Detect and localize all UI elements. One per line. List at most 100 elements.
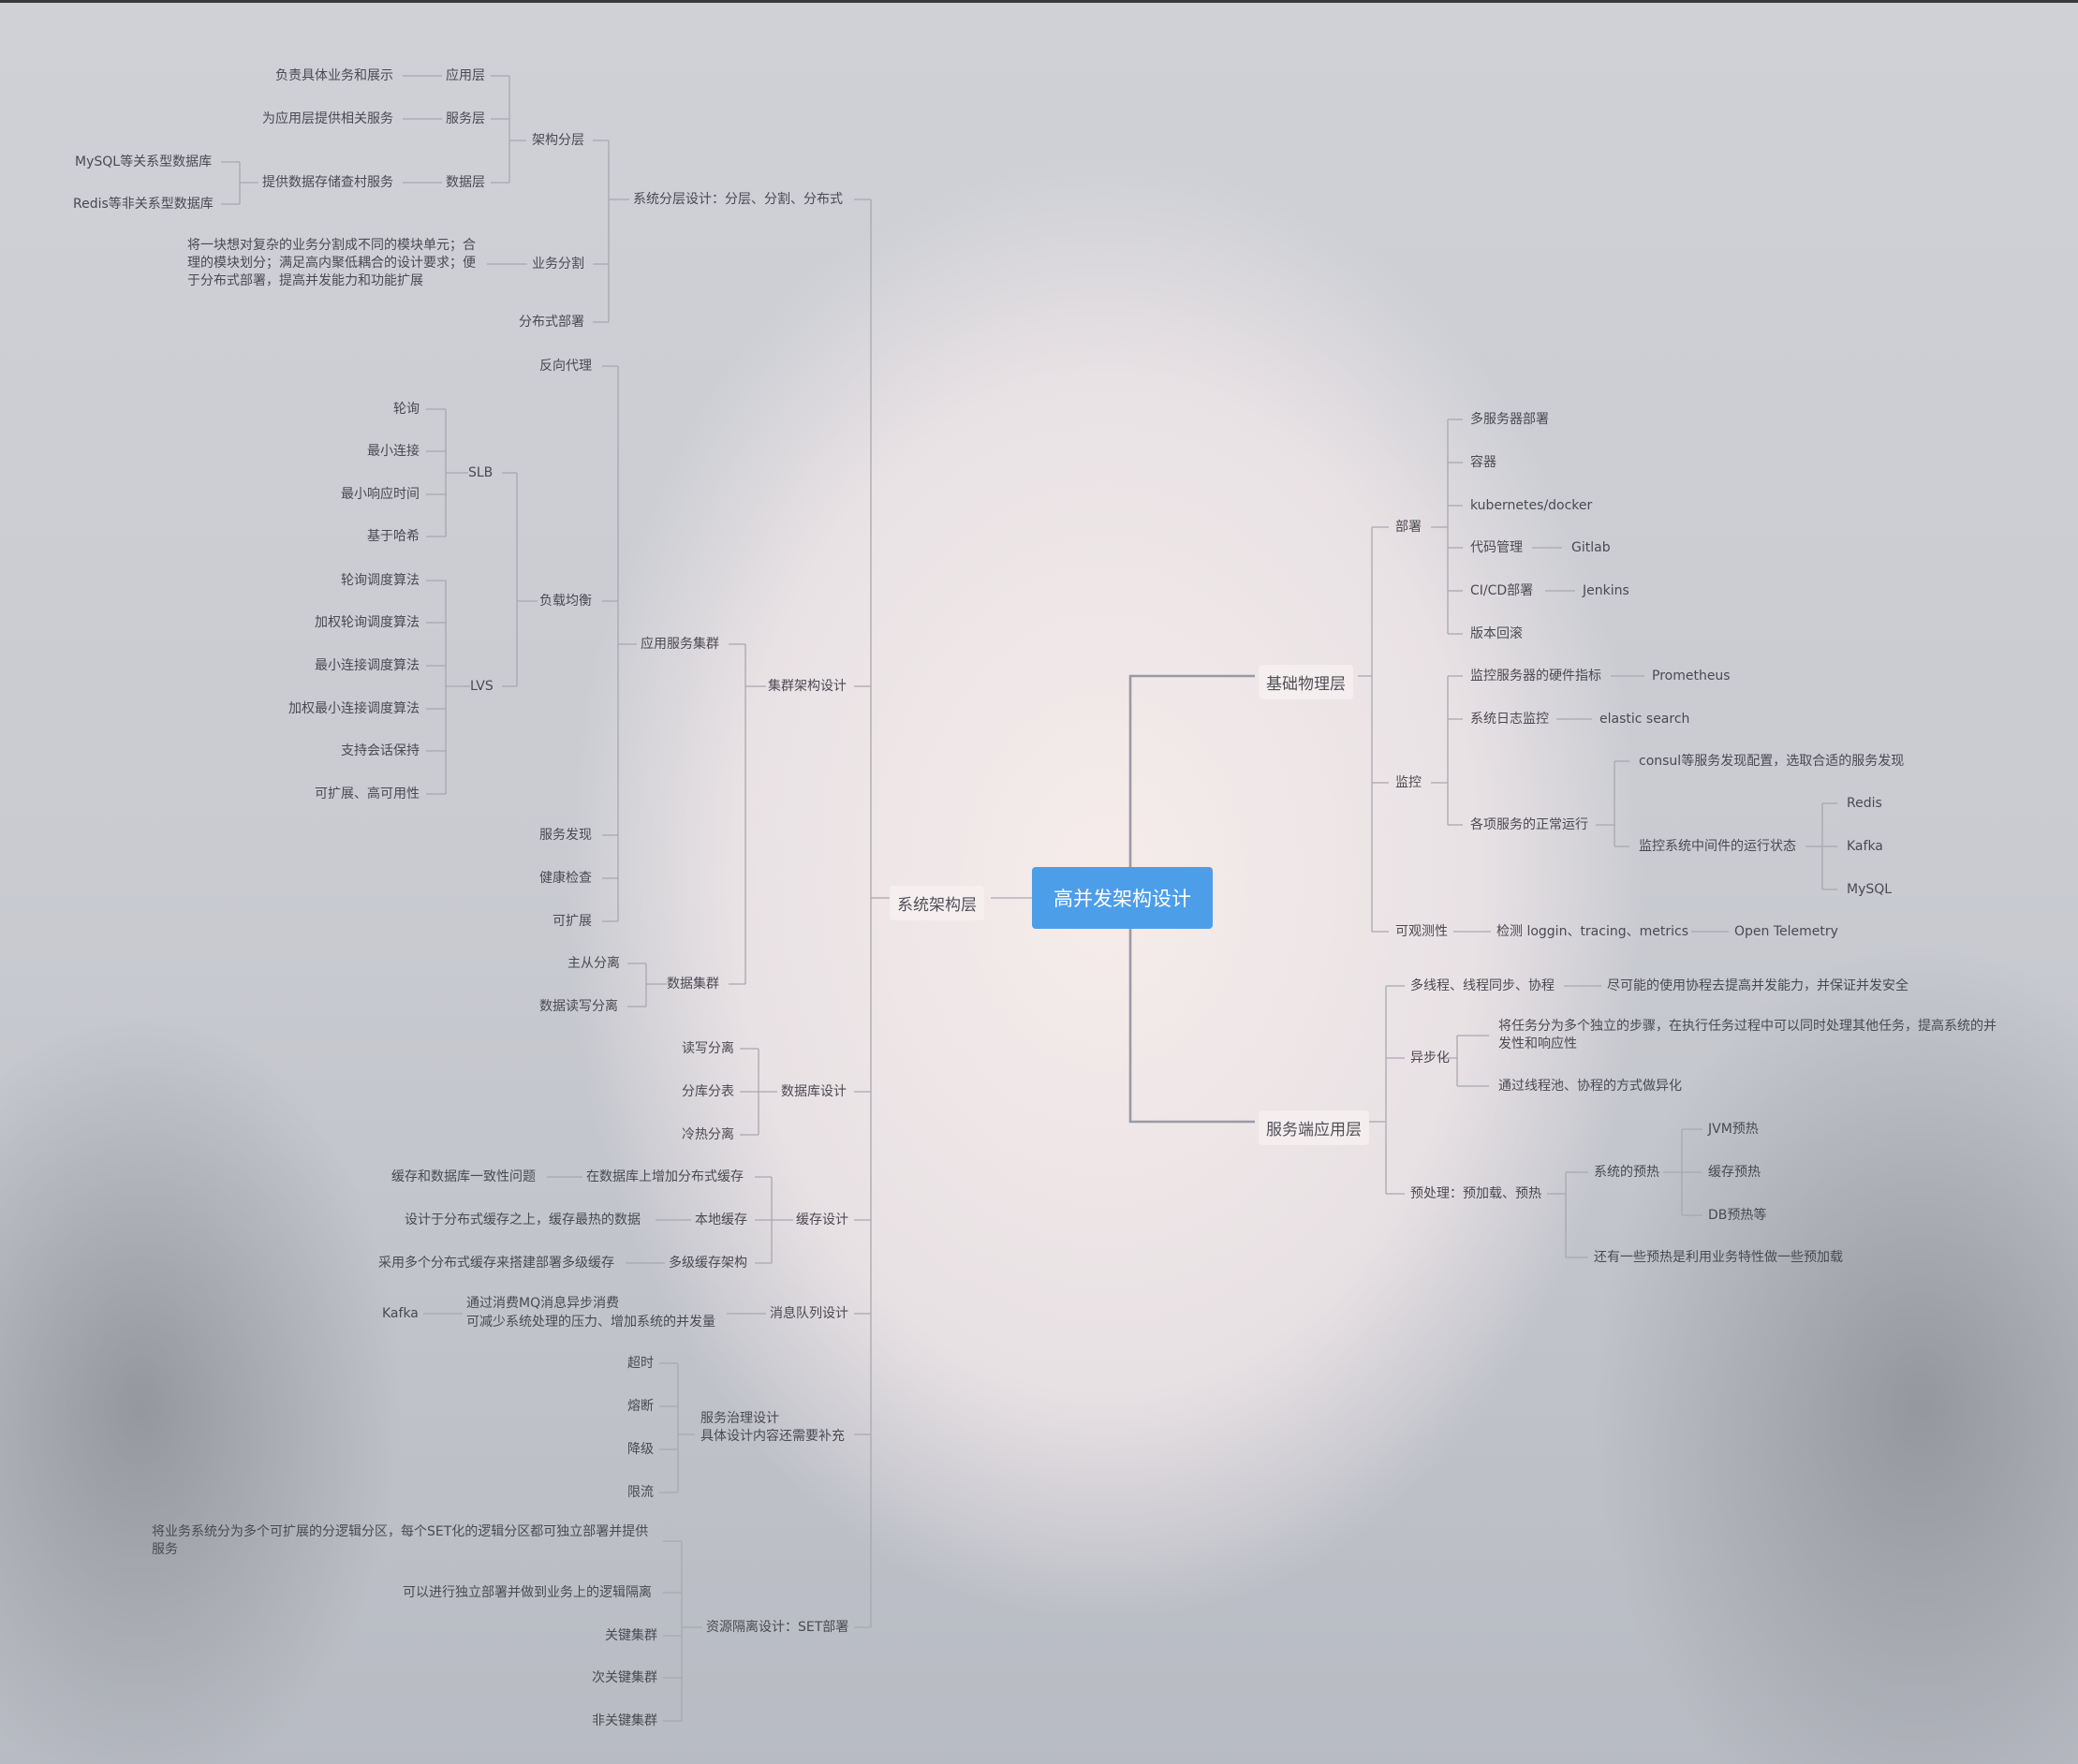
node-consul[interactable]: consul等服务发现配置，选取合适的服务发现 [1639,754,1905,769]
node-async[interactable]: 异步化 [1410,1051,1450,1066]
node-slb-item-2[interactable]: 最小连接 [367,444,420,459]
node-lvs-item-1[interactable]: 轮询调度算法 [341,573,420,588]
node-mw-redis[interactable]: Redis [1847,796,1882,811]
node-set-isolation[interactable]: 可以进行独立部署并做到业务上的逻辑隔离 [403,1585,652,1600]
node-cache-design[interactable]: 缓存设计 [796,1213,848,1227]
node-deploy-item-1[interactable]: 多服务器部署 [1470,412,1549,427]
node-dist-deploy[interactable]: 分布式部署 [519,315,584,330]
node-observability[interactable]: 可观测性 [1395,924,1448,939]
node-lvs-item-3[interactable]: 最小连接调度算法 [315,658,420,673]
node-prometheus[interactable]: Prometheus [1652,669,1731,684]
node-app-layer-desc[interactable]: 负责具体业务和展示 [275,68,393,83]
node-health-check[interactable]: 健康检查 [539,871,592,886]
node-rw-split-cluster[interactable]: 数据读写分离 [539,999,618,1014]
node-system-arch[interactable]: 系统架构层 [890,886,984,920]
node-biz-split[interactable]: 业务分割 [532,257,584,272]
node-reverse-proxy[interactable]: 反向代理 [539,359,592,374]
node-app-layer[interactable]: 应用层 [446,68,485,83]
node-mysql-rel[interactable]: MySQL等关系型数据库 [75,154,213,169]
node-set-item-2[interactable]: 次关键集群 [592,1670,657,1685]
root-node[interactable]: 高并发架构设计 [1032,867,1213,929]
node-lvs-item-5[interactable]: 支持会话保持 [341,743,420,758]
node-deploy-item-5[interactable]: CI/CD部署 [1470,583,1534,598]
node-warm-cache[interactable]: 缓存预热 [1708,1165,1761,1180]
node-async-desc[interactable]: 将任务分为多个独立的步骤，在执行任务过程中可以同时处理其他任务，提高系统的并发性… [1498,1019,1997,1051]
node-elastic[interactable]: elastic search [1599,712,1690,727]
node-gov-item-2[interactable]: 熔断 [627,1399,654,1414]
node-mq-desc-2[interactable]: 可减少系统处理的压力、增加系统的并发量 [466,1315,715,1330]
node-lvs[interactable]: LVS [470,679,494,694]
node-redis-nonrel[interactable]: Redis等非关系型数据库 [73,197,214,212]
node-scalable[interactable]: 可扩展 [553,914,592,929]
node-mw-kafka[interactable]: Kafka [1847,839,1883,854]
node-deploy-item-6[interactable]: 版本回滚 [1470,626,1523,641]
node-monitor[interactable]: 监控 [1395,775,1422,790]
node-gov-item-4[interactable]: 限流 [627,1485,654,1500]
node-slb-item-4[interactable]: 基于哈希 [367,529,420,544]
node-local-cache[interactable]: 本地缓存 [695,1213,747,1227]
node-lvs-item-2[interactable]: 加权轮询调度算法 [315,615,420,630]
node-arch-layering[interactable]: 架构分层 [532,133,584,148]
node-cluster-design[interactable]: 集群架构设计 [768,679,847,694]
node-kafka[interactable]: Kafka [382,1306,419,1321]
node-load-balance[interactable]: 负载均衡 [539,594,592,609]
node-infra[interactable]: 基础物理层 [1259,665,1353,699]
node-db-item-1[interactable]: 读写分离 [682,1041,734,1056]
node-data-cluster[interactable]: 数据集群 [667,977,719,992]
node-set-item-1[interactable]: 关键集群 [605,1628,657,1643]
node-slb-item-3[interactable]: 最小响应时间 [341,487,420,502]
node-sys-warmup[interactable]: 系统的预热 [1594,1165,1659,1180]
node-biz-preload[interactable]: 还有一些预热是利用业务特性做一些预加载 [1594,1250,1843,1265]
node-log-monitor[interactable]: 系统日志监控 [1470,712,1549,727]
node-preprocess[interactable]: 预处理：预加载、预热 [1410,1186,1541,1201]
node-slb[interactable]: SLB [468,465,494,480]
node-hw-metrics[interactable]: 监控服务器的硬件指标 [1470,669,1601,684]
node-obs-detect[interactable]: 检测 loggin、tracing、metrics [1496,924,1688,939]
node-slb-item-1[interactable]: 轮询 [393,402,420,417]
node-layer-design[interactable]: 系统分层设计：分层、分割、分布式 [633,192,843,207]
node-service-layer[interactable]: 服务层 [446,111,485,126]
node-deploy-item-2[interactable]: 容器 [1470,455,1496,470]
node-multithread-desc[interactable]: 尽可能的使用协程去提高并发能力，并保证并发安全 [1607,978,1909,993]
node-svc-running[interactable]: 各项服务的正常运行 [1470,817,1588,832]
node-server-app[interactable]: 服务端应用层 [1259,1110,1369,1145]
node-multi-cache[interactable]: 多级缓存架构 [669,1256,747,1271]
node-gitlab[interactable]: Gitlab [1571,540,1611,555]
node-middleware[interactable]: 监控系统中间件的运行状态 [1639,839,1796,854]
node-dist-cache[interactable]: 在数据库上增加分布式缓存 [586,1169,744,1184]
node-set-desc[interactable]: 将业务系统分为多个可扩展的分逻辑分区，每个SET化的逻辑分区都可独立部署并提供服… [152,1524,649,1557]
node-warm-jvm[interactable]: JVM预热 [1708,1122,1759,1137]
node-db-item-3[interactable]: 冷热分离 [682,1127,734,1142]
node-data-layer-desc[interactable]: 提供数据存储查村服务 [262,175,393,190]
node-data-layer[interactable]: 数据层 [446,175,485,190]
node-db-design[interactable]: 数据库设计 [781,1084,847,1099]
node-lvs-item-6[interactable]: 可扩展、高可用性 [315,786,420,801]
node-gov-item-1[interactable]: 超时 [627,1356,654,1371]
node-mq-design[interactable]: 消息队列设计 [770,1306,848,1321]
node-biz-split-desc[interactable]: 将一块想对复杂的业务分割成不同的模块单元；合理的模块划分；满足高内聚低耦合的设计… [187,238,476,288]
node-app-cluster[interactable]: 应用服务集群 [641,637,719,652]
node-multi-cache-desc[interactable]: 采用多个分布式缓存来搭建部署多级缓存 [378,1256,614,1271]
node-deploy-item-4[interactable]: 代码管理 [1470,540,1523,555]
node-service-discovery[interactable]: 服务发现 [539,828,592,843]
node-gov-design-2[interactable]: 具体设计内容还需要补充 [700,1429,845,1444]
node-jenkins[interactable]: Jenkins [1583,583,1629,598]
node-deploy-item-3[interactable]: kubernetes/docker [1470,498,1593,513]
node-mw-mysql[interactable]: MySQL [1847,882,1893,897]
node-mq-desc-1[interactable]: 通过消费MQ消息异步消费 [466,1296,620,1311]
node-gov-item-3[interactable]: 降级 [627,1442,654,1457]
node-lvs-item-4[interactable]: 加权最小连接调度算法 [288,701,420,716]
node-otel[interactable]: Open Telemetry [1734,924,1838,939]
node-async-pool[interactable]: 通过线程池、协程的方式做异化 [1498,1079,1682,1094]
node-gov-design-1[interactable]: 服务治理设计 [700,1411,779,1426]
node-dist-cache-desc[interactable]: 缓存和数据库一致性问题 [391,1169,536,1184]
node-set-design[interactable]: 资源隔离设计：SET部署 [706,1620,849,1635]
node-deploy[interactable]: 部署 [1395,520,1422,535]
node-local-cache-desc[interactable]: 设计于分布式缓存之上，缓存最热的数据 [405,1213,641,1227]
node-multithread[interactable]: 多线程、线程同步、协程 [1410,978,1555,993]
node-service-layer-desc[interactable]: 为应用层提供相关服务 [262,111,393,126]
node-warm-db[interactable]: DB预热等 [1708,1208,1767,1223]
node-set-item-3[interactable]: 非关键集群 [592,1713,657,1728]
node-master-slave[interactable]: 主从分离 [567,956,620,971]
node-db-item-2[interactable]: 分库分表 [682,1084,734,1099]
